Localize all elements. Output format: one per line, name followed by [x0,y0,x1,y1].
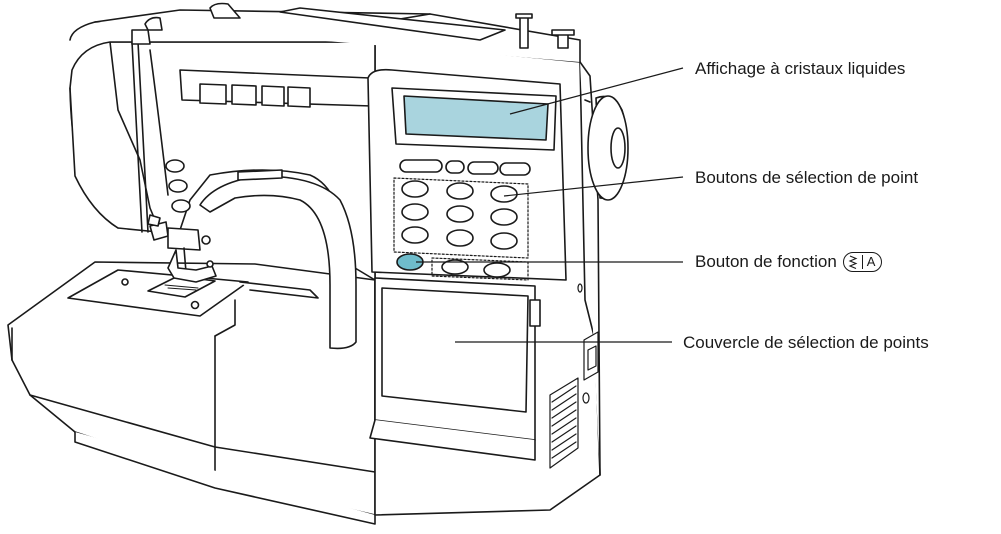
zigzag-stitch-icon [848,255,863,269]
leader-line-stitch-buttons [503,176,684,197]
machine-base [7,261,376,525]
function-button-badge: A [842,252,883,272]
lcd-screen [403,95,549,141]
label-lcd: Affichage à cristaux liquides [695,59,906,78]
function-button-badge-letter: A [866,254,876,269]
label-stitch-select-buttons: Boutons de sélection de point [695,168,919,187]
leader-line-lcd [509,67,684,115]
label-function-button-row: Bouton de fonction A [695,252,883,272]
control-panel [165,68,567,461]
label-stitch-select-cover: Couvercle de sélection de points [683,333,929,352]
side-vents [549,283,599,469]
label-function-button: Bouton de fonction [695,252,837,271]
presser-foot [147,214,217,283]
stitch-button-group [393,177,529,259]
handwheel [587,95,629,201]
thread-guide [131,29,169,233]
